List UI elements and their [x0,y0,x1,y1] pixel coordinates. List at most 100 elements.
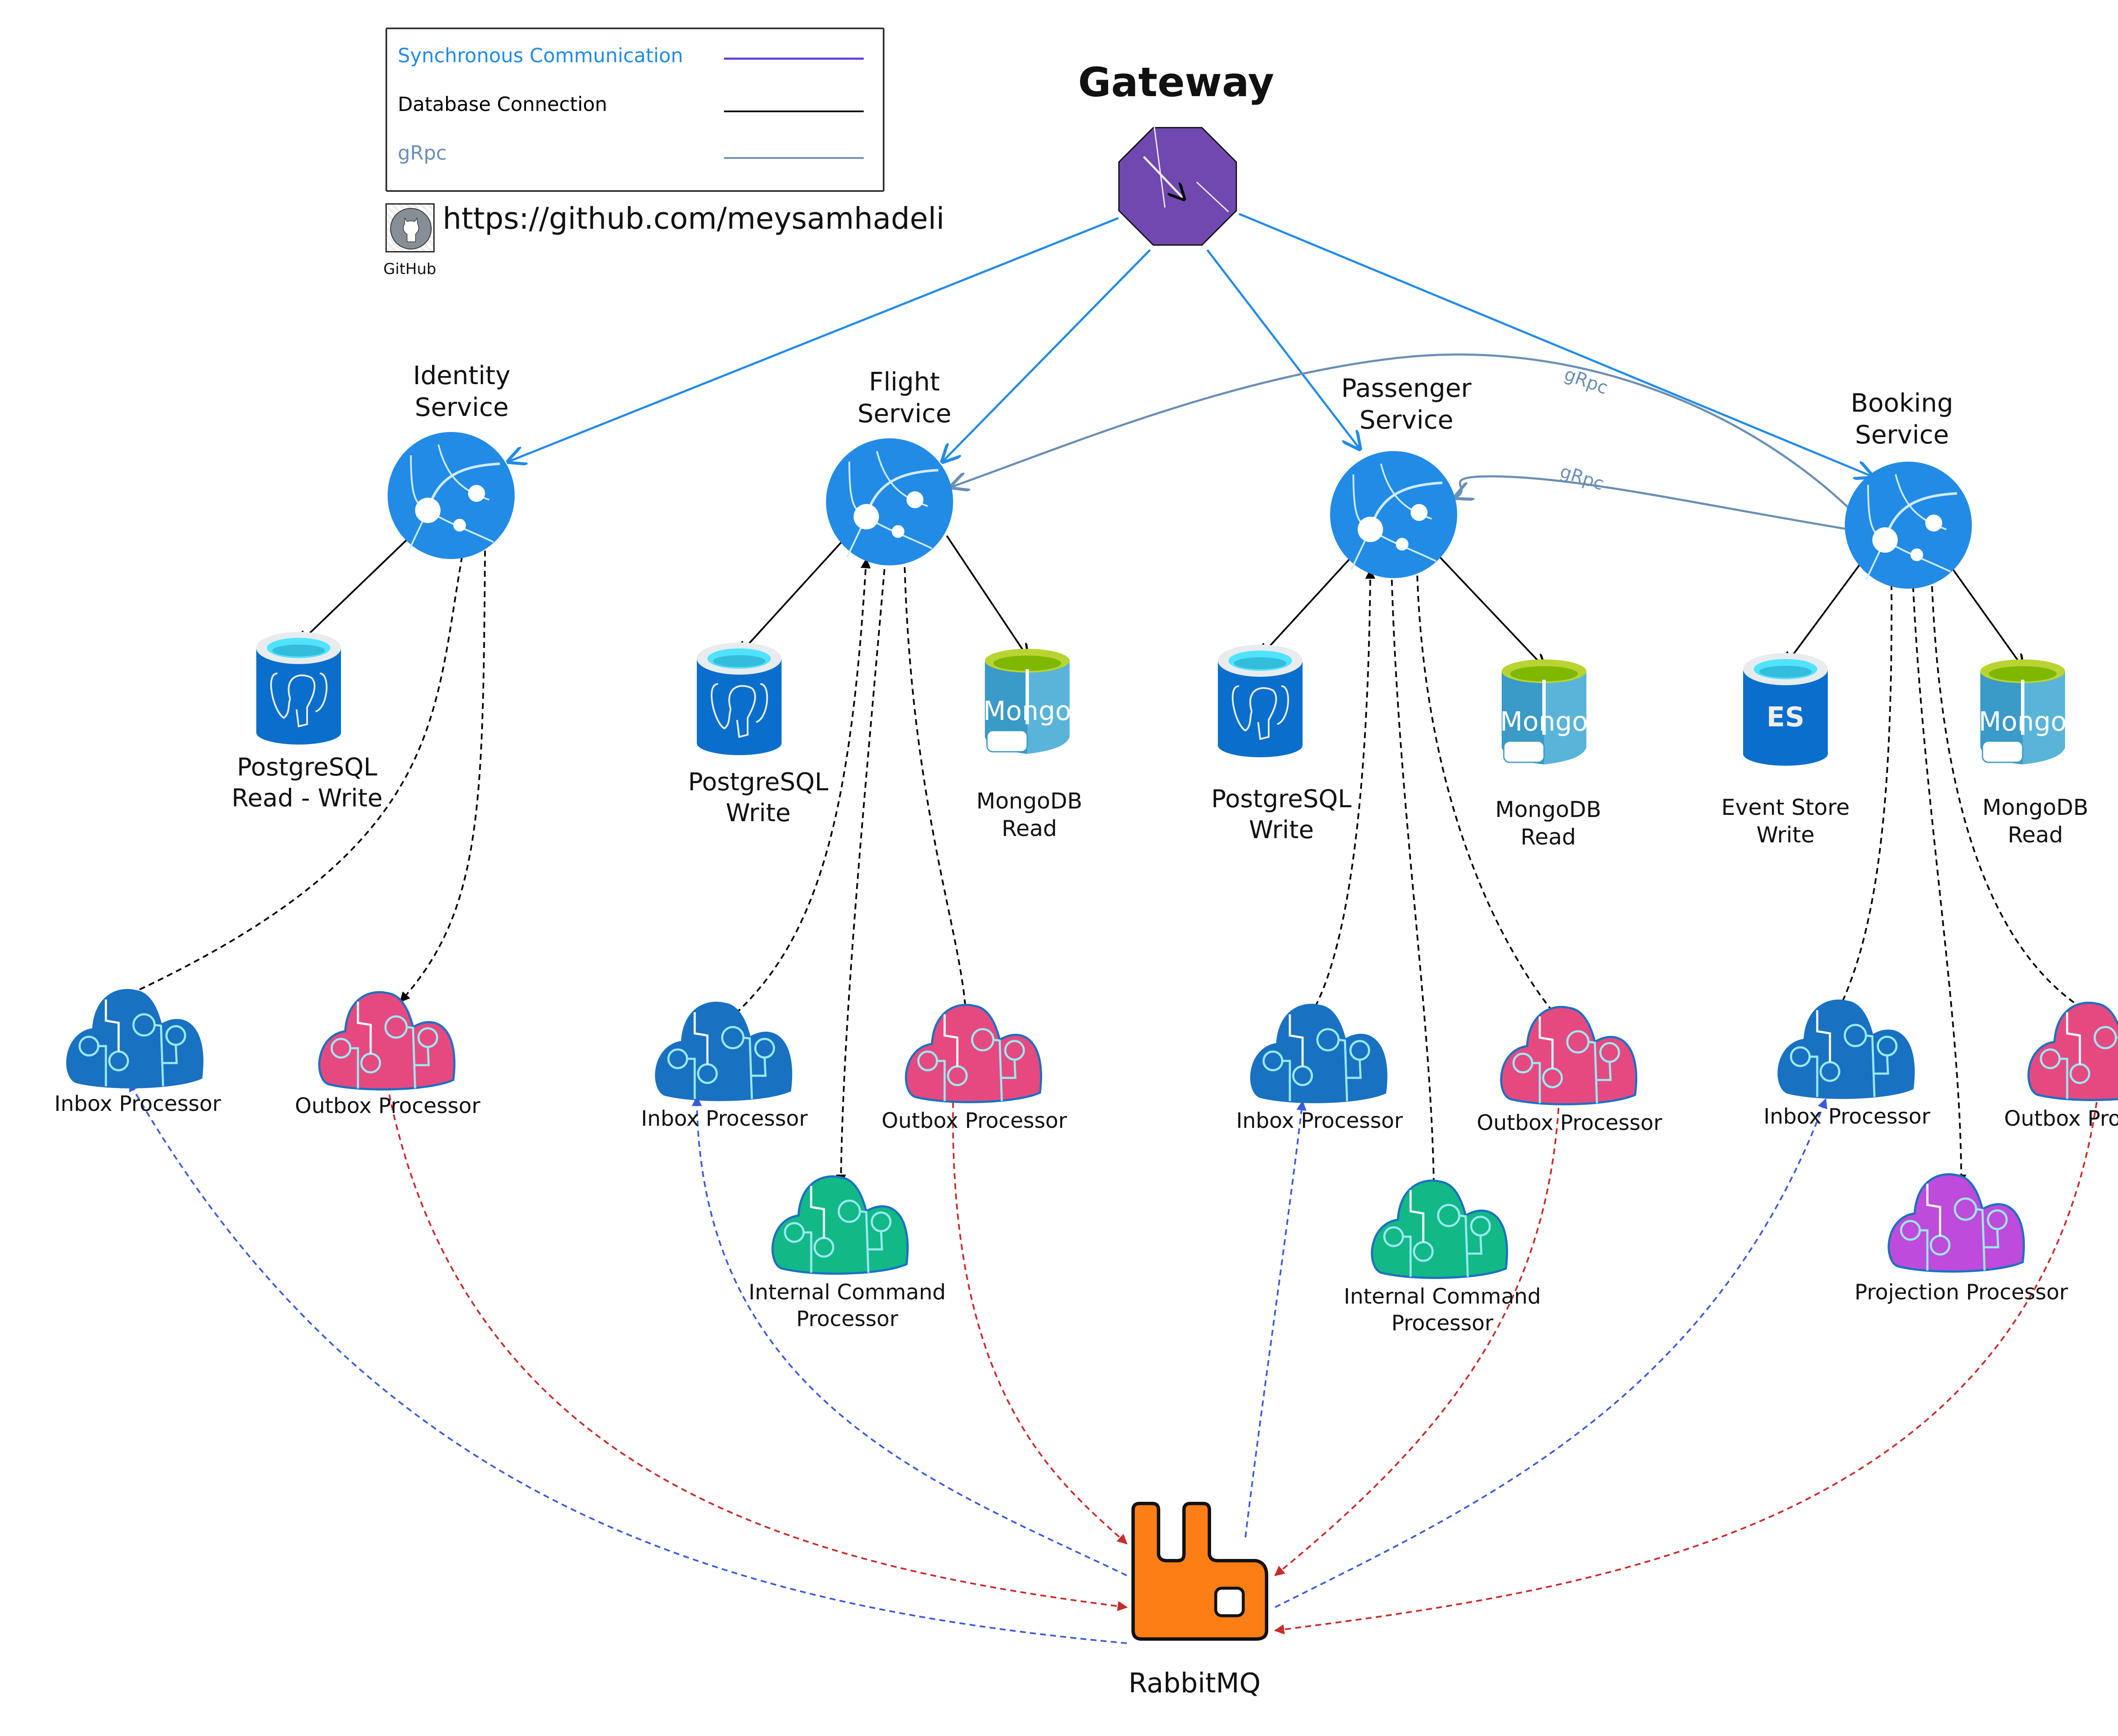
service-node [892,525,904,538]
service-node [1910,548,1923,561]
circuit-trace [1459,1214,1469,1277]
circuit-trace [693,1012,709,1064]
processor-link [1416,565,1558,1017]
elephant-ear [315,673,327,712]
circuit-trace [859,1210,870,1273]
legend-db-line [724,111,864,112]
processor-link [1931,576,2090,1013]
inbox-broker-link [692,1096,1127,1576]
service-suffix: Service [857,399,951,429]
elephant-ear [270,673,291,719]
db-mode: Write [726,798,791,827]
gateway-arrow-out [1196,181,1229,213]
cloud-shape [655,1002,793,1101]
legend-grpc-line [724,157,864,159]
service-node [468,485,485,502]
processor-icon-outbox [318,991,456,1091]
github-link[interactable]: https://github.com/meysamhadeli [443,201,945,236]
service-suffix: Service [1359,405,1453,435]
elephant-ear [756,683,768,723]
rabbitmq-icon [1131,1502,1268,1641]
circuit-trace [1539,1016,1554,1069]
db-mode: Read [1001,816,1057,842]
broker-label: RabbitMQ [1128,1668,1261,1699]
mongo-top-inner [1989,666,2057,681]
circuit-trace [415,1047,430,1066]
db-mode: Read - Write [231,783,383,812]
sync-link-flight [943,249,1151,462]
processor-link [122,545,467,998]
proc-label: Outbox Processor [295,1094,480,1118]
processor-link [399,550,486,1002]
service-icon-booking [1845,462,1972,589]
eventstore-badge: ES [1766,702,1805,733]
processor-icon-outbox [1500,1006,1638,1105]
circuit-trace [2060,1058,2068,1099]
circuit-trace [1597,1061,1612,1081]
processor-icon-inbox [1777,1000,1915,1099]
processor-icon-outbox [2027,1002,2118,1101]
cloud-shape [66,989,204,1088]
circuit-trace [1588,1041,1598,1104]
mongo-right [2023,671,2065,764]
elephant-ear [1277,685,1289,725]
mongo-badge: Mongo [983,695,1071,726]
service-trace [1369,482,1443,530]
grpc-link-booking-passenger [1455,475,1849,531]
db-link [1429,545,1544,667]
elephant-head [728,685,756,738]
legend-sync-line [724,58,864,60]
gateway-title: Gateway [1078,59,1274,106]
proc-label: Projection Processor [1855,1280,2068,1304]
github-caption: GitHub [383,260,436,278]
db-link [739,535,848,654]
github-icon[interactable] [385,203,435,252]
db-link [1260,554,1354,656]
mongo-top-inner [1510,666,1578,681]
service-node [1872,527,1898,553]
circuit-trace [937,1060,946,1101]
elephant-head [1249,687,1277,740]
cloud-shape [905,1004,1042,1103]
circuit-trace [1816,1010,1831,1062]
processor-icon-projection [1888,1173,2025,1273]
inbox-broker-link [128,1081,1127,1644]
service-node [415,498,441,523]
processor-icon-inbox [66,989,204,1088]
sync-link-identity [508,217,1119,462]
circuit-trace [1002,1059,1017,1079]
cloud-shape [318,991,456,1091]
db-name: Event Store [1721,795,1850,820]
db-mode: Read [2007,822,2063,848]
service-node [1396,538,1408,551]
legend-sync-label: Synchronous Communication [398,44,683,67]
service-trace [427,462,500,511]
mongo-badge: Mongo [1979,706,2067,737]
cylinder-liquid-inner [272,645,325,656]
processor-link [1838,573,1897,1011]
processor-icon-internal [1371,1179,1508,1279]
circuit-trace [1403,1235,1412,1277]
circuit-trace [1810,1055,1819,1097]
proc-label: Outbox Processor [2004,1106,2118,1131]
service-name: Passenger [1341,374,1472,403]
cylinder-bottom [1218,734,1303,757]
service-node [1358,517,1383,542]
cloud-shape [1250,1004,1388,1103]
proc-label: Internal Command Processor [1344,1284,1541,1335]
circuit-trace [687,1058,696,1099]
db-mode: Write [1249,815,1314,844]
cylinder-bottom [1743,742,1828,766]
service-node [854,504,879,529]
database-icon-postgres [697,642,782,755]
circuit-trace [154,1024,164,1087]
sync-link-passenger [1206,249,1360,449]
circuit-trace [1347,1059,1362,1079]
service-trace [1884,492,1957,540]
processor-icon-outbox [905,1004,1042,1103]
processor-icon-inbox [655,1002,793,1101]
circuit-trace [98,1045,107,1086]
